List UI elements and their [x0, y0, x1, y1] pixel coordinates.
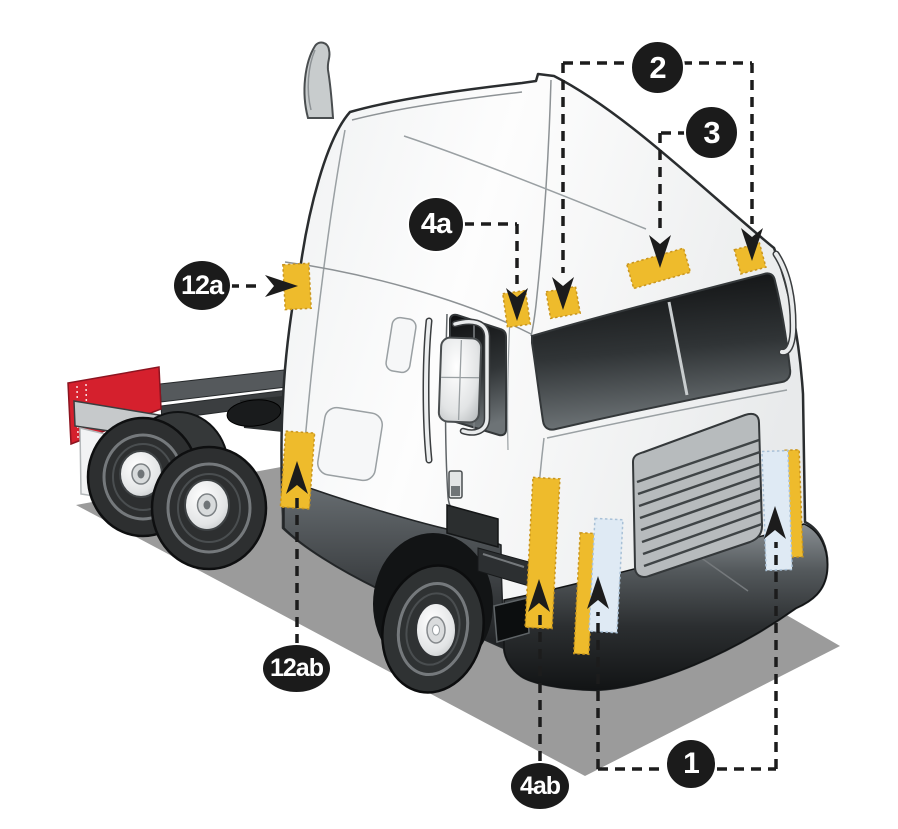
- callout-3-label: 3: [703, 115, 720, 150]
- right-mirror-arm: [774, 252, 796, 355]
- sleeper-panel-large: [317, 406, 383, 482]
- front-hub-dot: [432, 624, 440, 636]
- callout-1-label: 1: [683, 747, 700, 780]
- grille-slats: [636, 438, 763, 568]
- connector-3: [658, 131, 688, 231]
- arrow-down-icon: [506, 288, 528, 321]
- sleeper-panel-small: [385, 316, 417, 374]
- headlamp-markers: [588, 449, 793, 634]
- arrow-down-icon: [649, 235, 671, 268]
- side-scoop-streak: [482, 553, 525, 568]
- callout-4ab-badge: 4ab: [509, 761, 571, 811]
- marker-side-upper-12a: [282, 262, 312, 311]
- callout-12ab-label: 12ab: [270, 654, 324, 682]
- windshield: [531, 272, 792, 431]
- grab-handle: [424, 319, 431, 462]
- mirror-split: [441, 340, 480, 420]
- callout-12ab-badge: 12ab: [261, 643, 332, 694]
- door-handle-inner: [451, 486, 460, 496]
- arrow-up-icon: [286, 461, 308, 494]
- windshield-divider: [667, 301, 689, 396]
- arrow-up-icon: [587, 576, 609, 609]
- roof-inner-line: [351, 91, 523, 121]
- side-crease: [284, 261, 532, 335]
- marker-headlamp-right: [761, 449, 793, 572]
- arrow-down-icon: [552, 277, 574, 310]
- marker-front-corner-4ab: [524, 476, 561, 630]
- fifth-wheel: [226, 399, 282, 427]
- mirror-bracket: [453, 320, 489, 435]
- callout-4ab-label: 4ab: [519, 771, 561, 800]
- arrow-down-icon: [741, 228, 763, 261]
- a-pillar-seam: [507, 316, 511, 451]
- marker-roof-center: [625, 247, 692, 290]
- rear-wheel-front: [150, 445, 268, 571]
- callout-2-label: 2: [649, 50, 666, 85]
- cowl-line: [546, 389, 788, 439]
- arrow-up-icon: [528, 579, 550, 612]
- callout-1-badge: 1: [665, 738, 717, 790]
- rear-chassis: [67, 349, 465, 571]
- callout-2-badge: 2: [630, 40, 685, 95]
- bumper-seam: [699, 556, 749, 592]
- roof-crease: [403, 135, 647, 230]
- marker-roof-right: [733, 242, 767, 275]
- callout-4a-label: 4a: [420, 208, 452, 240]
- connector-arrows: [265, 228, 786, 612]
- callout-12a-badge: 12a: [172, 259, 232, 312]
- cab-step: [446, 504, 499, 548]
- arrow-right-icon: [265, 275, 298, 297]
- connector-4a: [464, 222, 519, 284]
- callout-3-badge: 3: [684, 105, 739, 160]
- callout-4a-badge: 4a: [407, 196, 465, 253]
- fairing-front-edge: [530, 79, 552, 337]
- arrow-up-icon: [764, 506, 786, 539]
- tow-hook-aperture: [493, 597, 530, 643]
- exhaust-stack-edge: [307, 49, 316, 111]
- callout-12a-label: 12a: [180, 270, 224, 300]
- marker-headlamp-left: [588, 517, 624, 634]
